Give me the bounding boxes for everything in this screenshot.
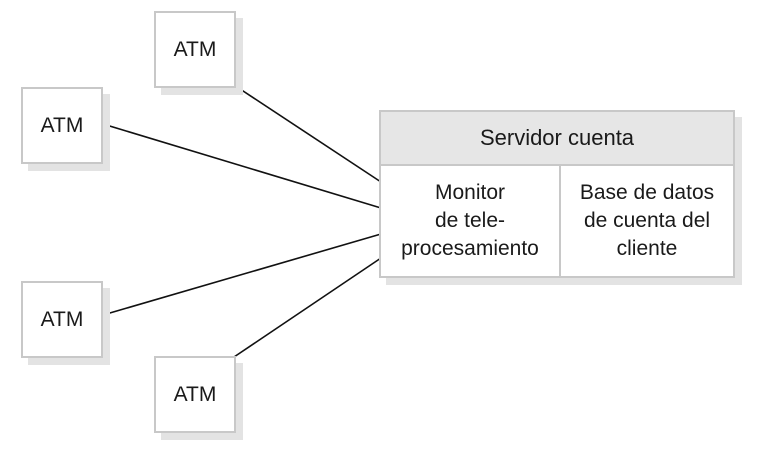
- customer-account-database: Base de datos de cuenta del cliente: [579, 181, 715, 260]
- connection-line-atm-3: [102, 233, 382, 316]
- connection-line-atm-2: [102, 123, 382, 209]
- server-components: Monitor de tele- procesamiento Base de d…: [381, 166, 733, 276]
- atm-label: ATM: [173, 382, 217, 406]
- teleprocessing-monitor: Monitor de tele- procesamiento: [381, 166, 561, 276]
- atm-label: ATM: [40, 113, 84, 137]
- connection-line-atm-1: [233, 84, 382, 183]
- atm-box-4: ATM: [154, 356, 236, 433]
- atm-box-2: ATM: [21, 87, 103, 164]
- server-title: Servidor cuenta: [381, 112, 733, 166]
- atm-label: ATM: [40, 307, 84, 331]
- account-server-box: Servidor cuenta Monitor de tele- procesa…: [379, 110, 735, 278]
- connection-line-atm-4: [233, 257, 382, 358]
- atm-label: ATM: [173, 37, 217, 61]
- atm-box-3: ATM: [21, 281, 103, 358]
- atm-box-1: ATM: [154, 11, 236, 88]
